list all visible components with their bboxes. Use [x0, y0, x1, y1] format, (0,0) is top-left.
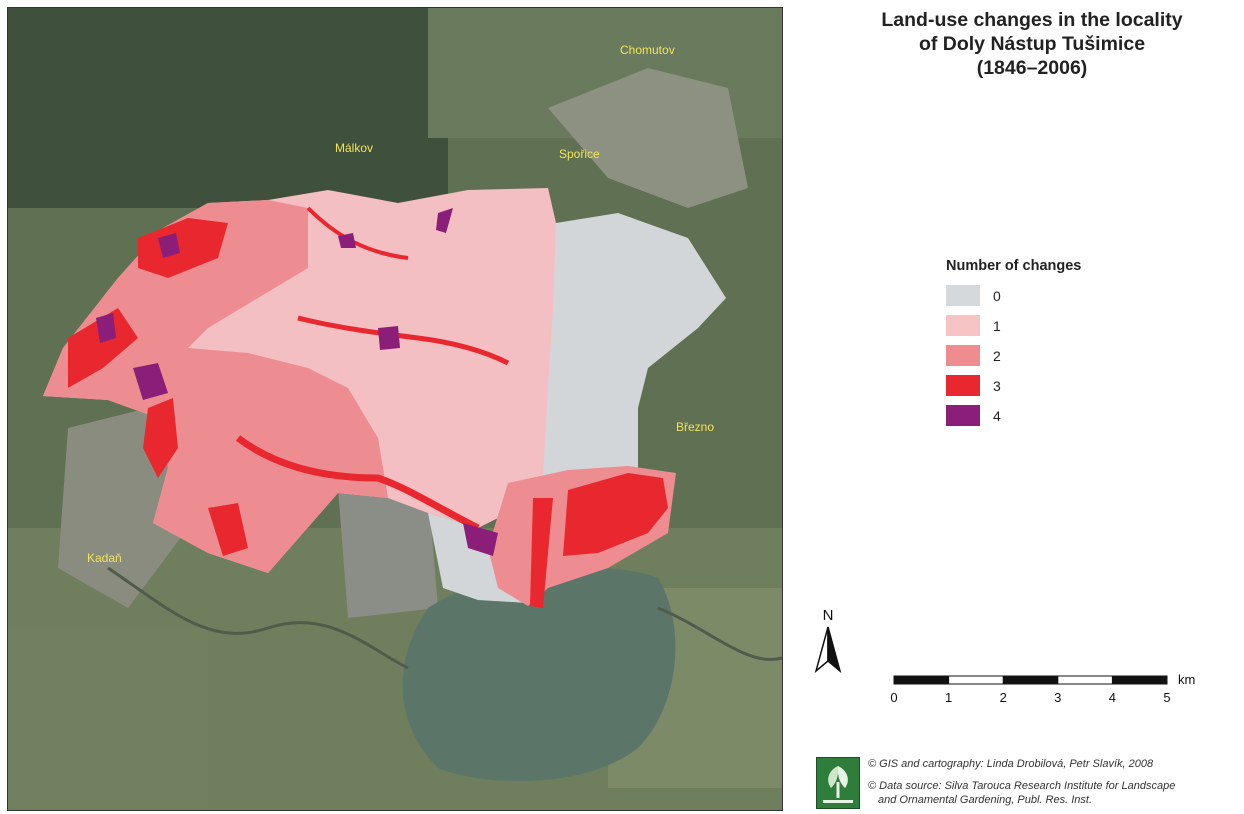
place-label-chomutov: Chomutov	[620, 43, 675, 57]
legend-item-4: 4	[946, 405, 1081, 426]
legend-label-4: 4	[993, 407, 1001, 424]
change-class-4-area	[133, 363, 168, 400]
legend: Number of changes 0 1 2 3 4	[946, 258, 1081, 435]
change-class-3-strip	[235, 435, 480, 532]
scale-tick-label: 3	[1054, 690, 1061, 705]
legend-label-1: 1	[993, 317, 1001, 334]
reservoir	[402, 568, 676, 782]
credits: © GIS and cartography: Linda Drobilová, …	[816, 757, 1244, 813]
river	[107, 566, 409, 670]
place-label-brezno: Březno	[676, 420, 714, 434]
change-class-2-area	[43, 200, 388, 573]
scale-tick-label: 2	[1000, 690, 1007, 705]
scale-tick-label: 1	[945, 690, 952, 705]
north-arrow-left-half	[814, 626, 829, 674]
legend-title: Number of changes	[946, 258, 1082, 274]
credit-data-source-cont: and Ornamental Gardening, Publ. Res. Ins…	[878, 794, 1093, 806]
change-class-3-area	[563, 473, 668, 556]
north-arrow-right-half	[827, 626, 842, 674]
map-title: Land-use changes in the locality of Doly…	[820, 8, 1244, 80]
power-plant-area	[338, 488, 438, 618]
town-area	[548, 68, 748, 208]
change-class-4-area	[378, 326, 400, 350]
legend-swatch-2	[946, 345, 980, 366]
legend-item-3: 3	[946, 375, 1081, 396]
legend-label-2: 2	[993, 347, 1001, 364]
map-frame[interactable]: Chomutov Málkov Spořice Březno Kadaň	[7, 7, 783, 811]
north-arrow-icon: N	[814, 607, 842, 674]
map-title-line-1: Land-use changes in the locality	[881, 9, 1183, 31]
credit-cartography: © GIS and cartography: Linda Drobilová, …	[868, 758, 1154, 770]
change-class-4-area	[463, 523, 498, 556]
map-title-line-2: of Doly Nástup Tušimice	[918, 33, 1146, 55]
legend-item-1: 1	[946, 315, 1081, 336]
scale-segment	[1057, 675, 1113, 685]
scale-segment	[1003, 676, 1058, 684]
change-class-4-area	[338, 233, 356, 248]
scale-bar: 0 1 2 3 4 5 km	[890, 672, 1195, 705]
legend-label-0: 0	[993, 287, 1001, 304]
field-area	[8, 628, 208, 808]
legend-swatch-4	[946, 405, 980, 426]
change-class-0-area	[543, 213, 726, 486]
scale-unit: km	[1178, 672, 1195, 687]
scale-tick-label: 0	[890, 690, 897, 705]
map-title-line-3: (1846–2006)	[976, 57, 1088, 79]
river	[657, 606, 782, 661]
change-class-3-area	[68, 308, 138, 388]
scale-tick-label: 4	[1109, 690, 1116, 705]
place-label-sporice: Spořice	[559, 147, 600, 161]
forest-area	[8, 8, 448, 208]
change-class-3-area	[208, 503, 248, 556]
vukoz-leaf-icon	[816, 757, 860, 809]
scale-segment	[894, 676, 949, 684]
change-class-3-strip	[297, 315, 510, 366]
legend-label-3: 3	[993, 377, 1001, 394]
legend-item-2: 2	[946, 345, 1081, 366]
legend-swatch-0	[946, 285, 980, 306]
change-class-4-area	[158, 233, 180, 258]
change-class-3-area	[530, 498, 553, 608]
north-label: N	[823, 607, 834, 624]
change-class-3-area	[138, 218, 228, 278]
scale-segment	[948, 675, 1004, 685]
satellite-map[interactable]: Chomutov Málkov Spořice Březno Kadaň	[8, 8, 782, 810]
place-label-malkov: Málkov	[335, 141, 373, 155]
scale-segment	[1112, 676, 1167, 684]
change-class-4-area	[96, 313, 116, 343]
legend-item-0: 0	[946, 285, 1081, 306]
change-class-3-area	[143, 398, 178, 478]
legend-swatch-3	[946, 375, 980, 396]
credit-data-source: © Data source: Silva Tarouca Research In…	[868, 780, 1176, 792]
legend-swatch-1	[946, 315, 980, 336]
place-label-kadan: Kadaň	[87, 551, 122, 565]
change-class-4-area	[436, 208, 453, 233]
scale-outline	[893, 675, 1168, 685]
scale-tick-label: 5	[1163, 690, 1170, 705]
